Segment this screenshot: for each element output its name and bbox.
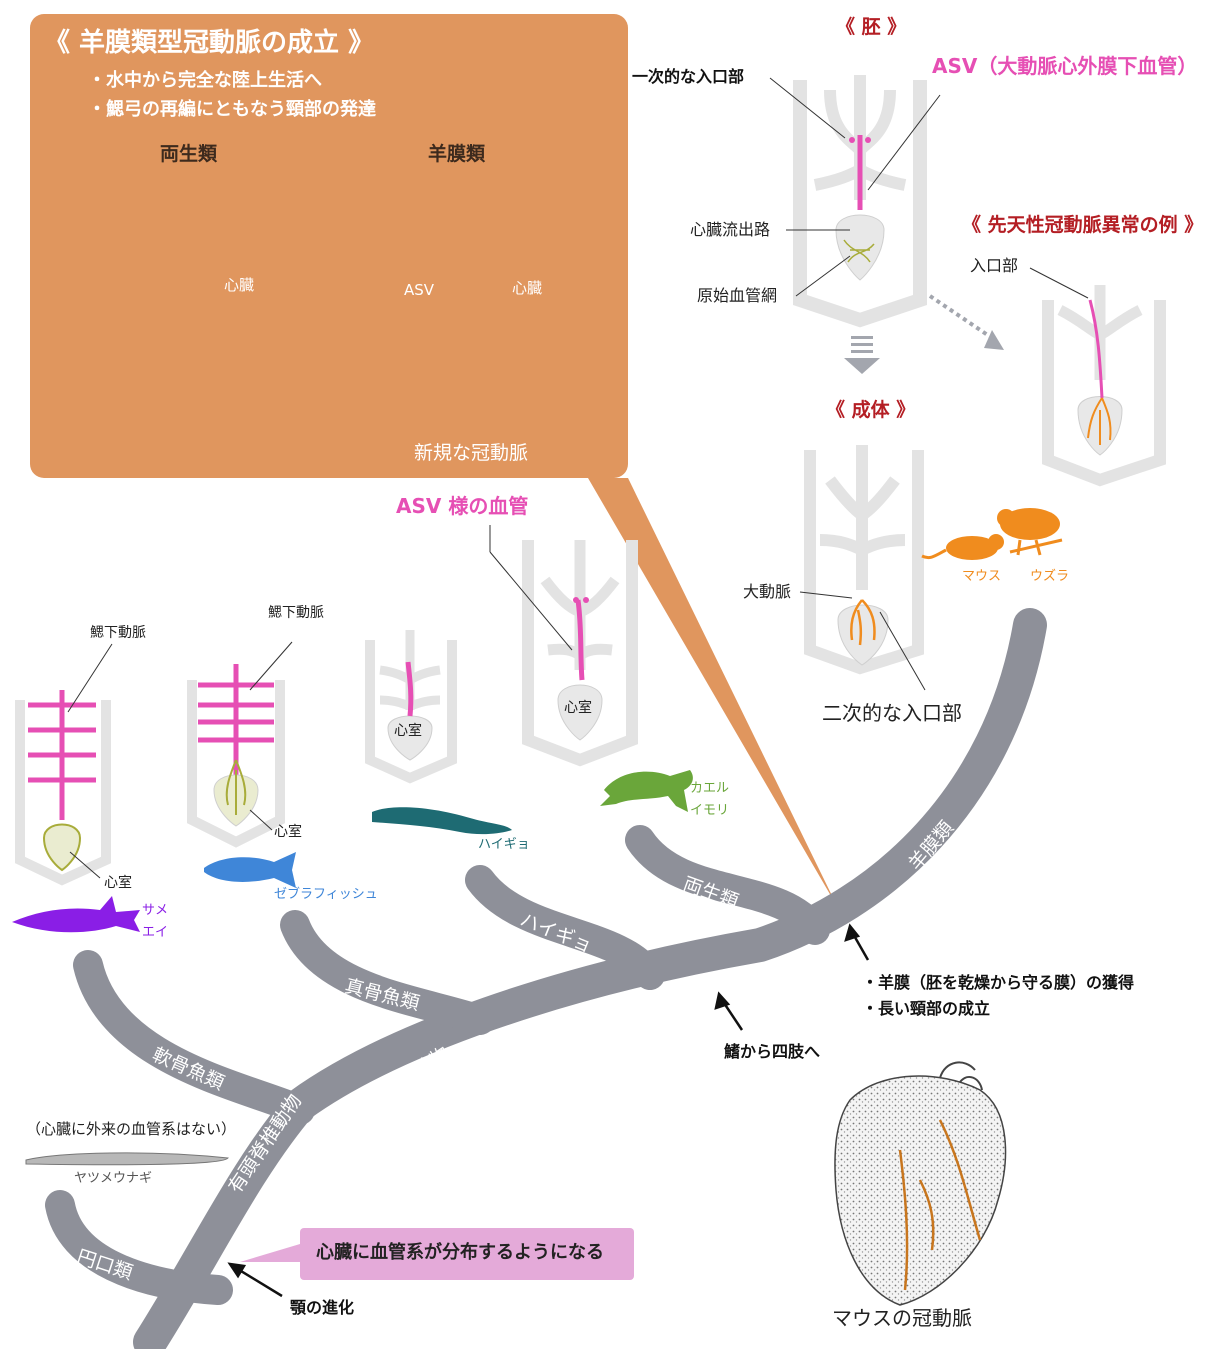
lamprey-silhouette [26, 1153, 228, 1165]
shark-name-1: サメ [142, 904, 168, 917]
aorta-label: 大動脈 [743, 584, 791, 600]
zebra-ventricle-label: 心室 [274, 825, 302, 839]
event-limbs: 鰭から四肢へ [724, 1044, 820, 1060]
lungfish-name: ハイギョ [478, 838, 530, 851]
heart-label-amniote: 心臓 [512, 281, 542, 296]
secondary-entry-label: 二次的な入口部 [822, 703, 962, 723]
zebrafish-vessel-diagram [192, 642, 296, 888]
frog-ventricle-label: 心室 [564, 701, 592, 715]
branch-amphibians [640, 840, 815, 930]
mouse-label: マウス [962, 570, 1001, 583]
inset-title: 《 羊膜類型冠動脈の成立 》 [44, 30, 374, 56]
primary-entry-label: 一次的な入口部 [632, 69, 744, 85]
adult-title: 《 成体 》 [826, 401, 915, 420]
lamprey-name: ヤツメウナギ [74, 1172, 152, 1185]
mouse-heart-sketch [835, 1062, 1006, 1305]
anomaly-entry-label: 入口部 [970, 258, 1018, 274]
heart-label-amphibian: 心臓 [224, 278, 254, 293]
anomaly-title: 《 先天性冠動脈異常の例 》 [962, 216, 1203, 235]
embryo-title: 《 胚 》 [836, 18, 906, 37]
plexus-label: 原始血管網 [697, 288, 777, 304]
lungfish-ventricle-label: 心室 [394, 724, 422, 738]
shark-ventricle-label: 心室 [104, 876, 132, 890]
outflow-label: 心臓流出路 [690, 222, 770, 238]
inset-bullet-2: ・鰓弓の再編にともなう頸部の発達 [88, 101, 376, 119]
amphibian-heading: 両生類 [160, 145, 217, 164]
shark-name-2: エイ [142, 926, 168, 939]
event-jaw: 顎の進化 [290, 1300, 354, 1316]
event-neck: ・長い頸部の成立 [862, 1001, 990, 1017]
shark-gill-label: 鰓下動脈 [90, 626, 146, 640]
branch-cartilaginous [88, 965, 300, 1110]
inset-bullet-1: ・水中から完全な陸上生活へ [88, 72, 322, 90]
zebra-gill-label: 鰓下動脈 [268, 606, 324, 620]
callout-pointer [240, 1244, 300, 1262]
zebrafish-name: ゼブラフィッシュ [274, 888, 378, 901]
frog-name-1: カエル [690, 782, 729, 795]
asv-label-inset: ASV [404, 283, 434, 298]
asv-title: ASV（大動脈心外膜下血管） [932, 56, 1197, 76]
event-amnion: ・羊膜（胚を乾燥から守る膜）の獲得 [862, 975, 1134, 991]
lungfish-vessel-diagram [370, 630, 512, 834]
callout-text: 心臓に血管系が分布するようになる [316, 1244, 604, 1262]
frog-name-2: イモリ [690, 804, 729, 817]
mouse-heart-caption: マウスの冠動脈 [832, 1308, 972, 1328]
quail-label: ウズラ [1030, 570, 1069, 583]
asv-like-title: ASV 様の血管 [396, 496, 528, 516]
amniote-heading: 羊膜類 [428, 145, 485, 164]
anomaly-vessel-diagram [1030, 268, 1160, 480]
new-coronary-label: 新規な冠動脈 [414, 444, 528, 463]
lamprey-note: （心臓に外来の血管系はない） [26, 1122, 236, 1137]
